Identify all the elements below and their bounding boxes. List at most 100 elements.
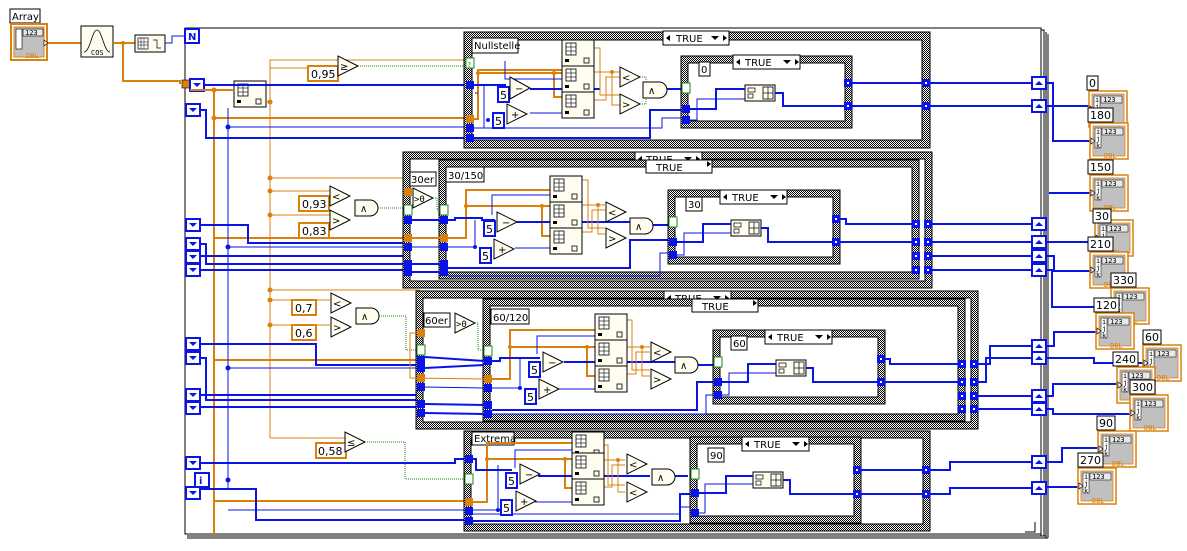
- five-const-a4[interactable]: 5: [505, 472, 518, 489]
- index-label: i: [1096, 180, 1100, 188]
- svg-text:30: 30: [688, 200, 701, 211]
- case-selector-2b[interactable]: TRUE: [645, 159, 713, 174]
- svg-text:>: >: [332, 216, 340, 227]
- svg-text:TRUE: TRUE: [753, 440, 781, 451]
- lt-4b[interactable]: <: [626, 481, 649, 503]
- type-label: DBL: [1157, 374, 1170, 382]
- array-size-function[interactable]: [134, 34, 166, 53]
- inner-case-90[interactable]: 90 TRUE: [689, 436, 930, 524]
- five-const-a1[interactable]: 5: [497, 86, 510, 103]
- lt-2b[interactable]: <: [605, 201, 628, 223]
- inner-case-selector-60[interactable]: TRUE: [764, 329, 833, 345]
- indicator-label-box: [1087, 236, 1114, 252]
- case-selector-3b[interactable]: TRUE: [691, 298, 759, 313]
- array-control[interactable]: Array 123 DBL: [9, 8, 49, 61]
- gt-3b[interactable]: >: [650, 368, 673, 390]
- svg-text:<: <: [333, 299, 341, 310]
- plus-4[interactable]: +: [515, 490, 538, 512]
- lt-1[interactable]: <: [619, 66, 642, 88]
- plus-3[interactable]: +: [538, 378, 561, 400]
- indicator-label-box: [1112, 351, 1139, 367]
- svg-text:∧: ∧: [635, 222, 642, 233]
- minus-4[interactable]: −: [519, 463, 542, 485]
- index-label: k: [1096, 194, 1101, 202]
- minus-3[interactable]: −: [542, 351, 565, 373]
- numeric-display: 123: [1144, 400, 1157, 408]
- le-comparator-4[interactable]: ≤: [344, 431, 367, 453]
- const-07[interactable]: 0,7: [291, 299, 317, 316]
- svg-text:N: N: [188, 32, 196, 43]
- and-gate-2[interactable]: ∧: [354, 199, 379, 217]
- gt-2b[interactable]: >: [605, 227, 628, 249]
- shift-registers-left[interactable]: [181, 78, 205, 500]
- int-wires-left: [200, 84, 466, 521]
- inner-case-selector-0[interactable]: TRUE: [732, 54, 801, 70]
- gt0-30er[interactable]: >0: [412, 187, 435, 209]
- and-gate-3[interactable]: ∧: [355, 307, 380, 325]
- and-4[interactable]: ∧: [651, 468, 676, 486]
- svg-text:≤: ≤: [347, 438, 355, 449]
- index-array-30-150[interactable]: [549, 175, 583, 255]
- const-058[interactable]: 0,58: [315, 442, 347, 459]
- five-const-b3[interactable]: 5: [524, 388, 537, 405]
- inner-case-0[interactable]: 0 TRUE: [680, 54, 930, 129]
- for-loop[interactable]: [184, 27, 1049, 539]
- gt-comparator-2[interactable]: >: [329, 209, 352, 231]
- const-093[interactable]: 0,93: [298, 195, 330, 212]
- index-array-extrema[interactable]: [571, 431, 605, 506]
- loop-index-terminal[interactable]: i: [194, 472, 210, 488]
- lt-comparator-3[interactable]: <: [330, 292, 353, 314]
- indicator-label: 120: [1096, 299, 1117, 312]
- numeric-display: 123: [1104, 128, 1117, 136]
- svg-text:5: 5: [500, 89, 507, 102]
- minus-2[interactable]: −: [496, 211, 519, 233]
- svg-text:5: 5: [503, 502, 510, 515]
- five-const-b1[interactable]: 5: [492, 112, 505, 129]
- gt0-60er[interactable]: >0: [454, 312, 477, 334]
- lt-3b[interactable]: <: [650, 341, 673, 363]
- cosine-function[interactable]: COS: [80, 25, 114, 58]
- plus-2[interactable]: +: [493, 238, 516, 260]
- inner-case-30[interactable]: 30 TRUE: [667, 189, 841, 265]
- index-label: j: [1096, 135, 1100, 143]
- inner-case-selector-30[interactable]: TRUE: [719, 189, 788, 205]
- lt-4a[interactable]: <: [626, 453, 649, 475]
- five-const-b4[interactable]: 5: [500, 499, 513, 516]
- inner-case-selector-90[interactable]: TRUE: [741, 436, 810, 452]
- index-label: i: [1149, 350, 1153, 358]
- gt-1[interactable]: >: [619, 93, 642, 115]
- and-2b[interactable]: ∧: [629, 217, 654, 235]
- const-095[interactable]: 0,95: [307, 65, 339, 82]
- index-label: i: [1101, 225, 1105, 233]
- inner-case-60[interactable]: 60 TRUE: [712, 329, 886, 405]
- indicator-label-box: [1142, 329, 1162, 345]
- ge-comparator-1[interactable]: ≥: [337, 55, 360, 77]
- minus-1[interactable]: −: [509, 76, 532, 100]
- svg-text:+: +: [543, 385, 551, 396]
- loop-count-terminal[interactable]: N: [184, 28, 200, 44]
- svg-text:60/120: 60/120: [493, 313, 528, 324]
- five-const-b2[interactable]: 5: [479, 247, 492, 264]
- and-3b[interactable]: ∧: [674, 356, 699, 374]
- const-06[interactable]: 0,6: [291, 324, 317, 341]
- lt-comparator-2[interactable]: <: [329, 185, 352, 207]
- gt-comparator-3[interactable]: >: [330, 316, 353, 338]
- case-selector-1[interactable]: TRUE: [662, 30, 730, 46]
- index-array-nullstelle[interactable]: [561, 39, 595, 119]
- five-const-a3[interactable]: 5: [528, 361, 541, 378]
- indicator-60[interactable]: ijk123DBL60: [1142, 329, 1182, 382]
- const-083[interactable]: 0,83: [298, 222, 330, 239]
- svg-text:5: 5: [486, 223, 493, 236]
- index-array-60-120[interactable]: [594, 313, 628, 393]
- plus-1[interactable]: +: [506, 103, 529, 125]
- svg-text:∧: ∧: [680, 361, 687, 372]
- and-1[interactable]: ∧: [642, 81, 668, 99]
- five-const-a2[interactable]: 5: [483, 220, 496, 237]
